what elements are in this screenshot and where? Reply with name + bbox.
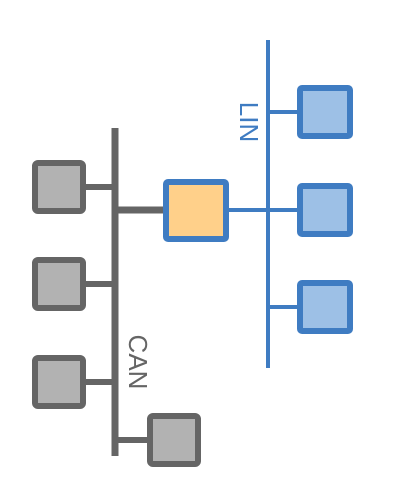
lin-node: [297, 183, 353, 237]
can-node: [32, 257, 86, 311]
lin-bus-label: LIN: [234, 102, 264, 142]
can-node: [147, 413, 201, 467]
lin-bus-group: LIN: [226, 40, 353, 368]
lin-node: [297, 85, 353, 139]
lin-node: [297, 280, 353, 334]
can-node: [32, 355, 86, 409]
can-bus-group: CAN: [32, 128, 201, 467]
can-bus-label: CAN: [123, 335, 153, 390]
can-node: [32, 160, 86, 214]
gateway-node: [163, 179, 229, 242]
